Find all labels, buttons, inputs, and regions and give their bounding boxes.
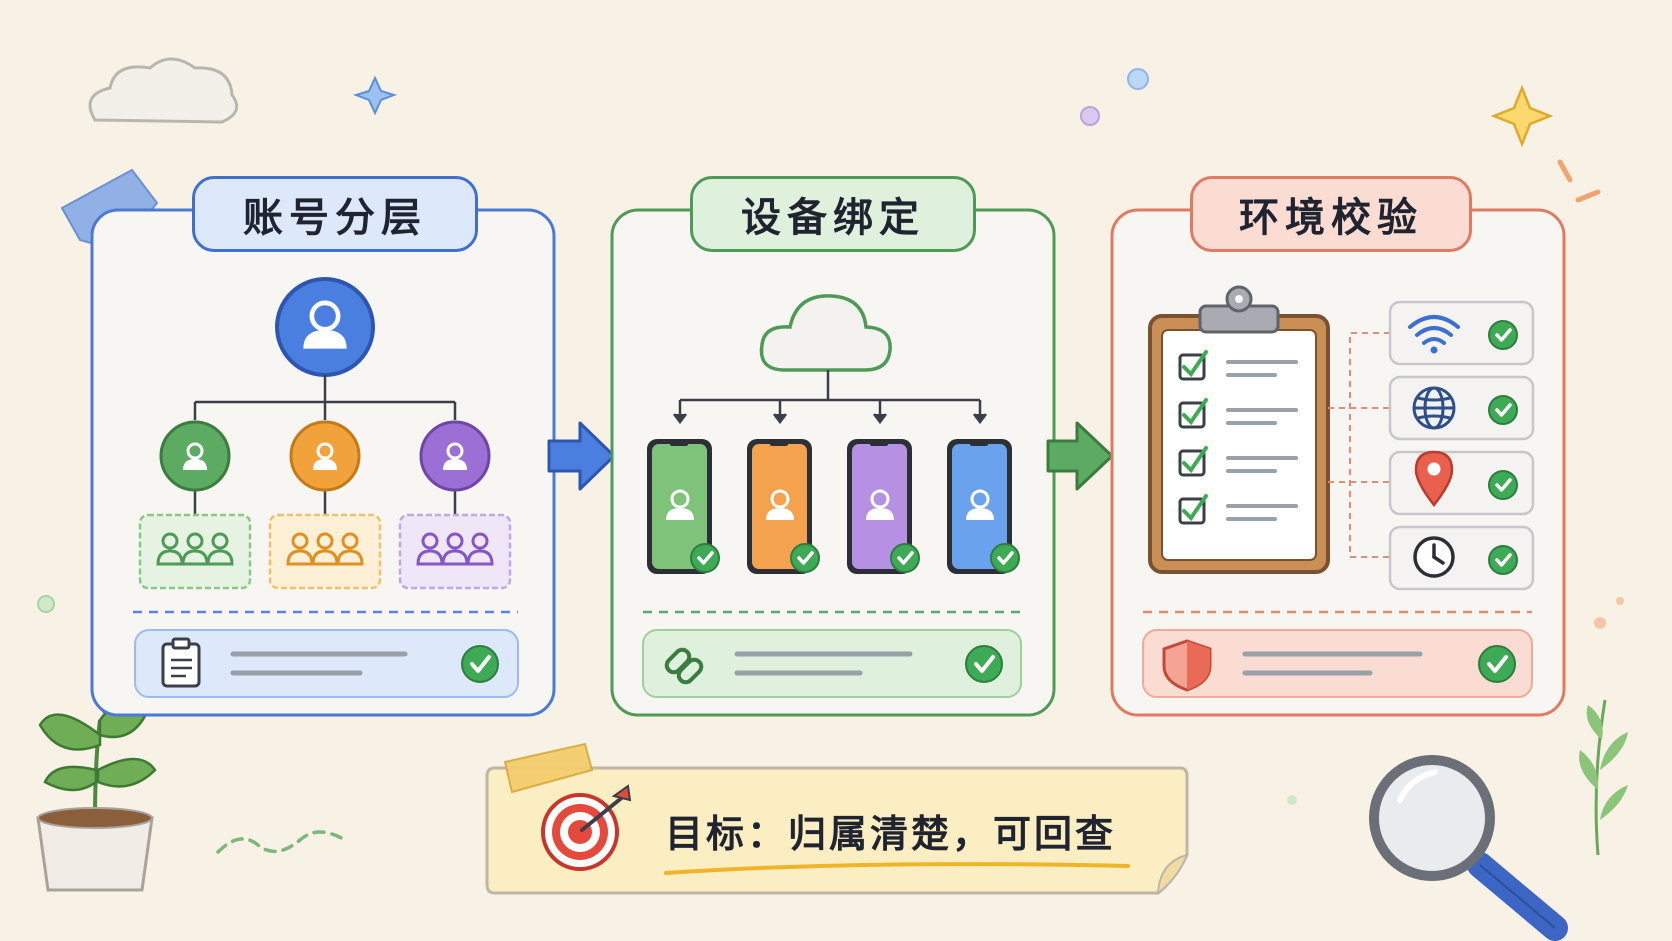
stage-title-environment-check: 环境校验 xyxy=(1190,176,1472,252)
panel2-status-row xyxy=(642,629,1022,698)
check-item-globe xyxy=(1388,375,1535,441)
primary-account-avatar xyxy=(275,277,375,377)
check-icon xyxy=(964,644,1004,684)
dot-decoration xyxy=(1080,106,1100,126)
clipboard-icon xyxy=(161,637,201,688)
panel-environment-check xyxy=(1110,208,1566,717)
phone-device-green xyxy=(647,439,721,574)
flow-arrow-green xyxy=(1046,421,1114,491)
stage-title-text: 环境校验 xyxy=(1239,195,1423,241)
sprig-decoration xyxy=(1579,699,1628,856)
stage-title-device-binding: 设备绑定 xyxy=(690,176,976,252)
check-icon xyxy=(460,644,500,684)
tape-decoration xyxy=(503,742,594,794)
wifi-icon xyxy=(1408,315,1460,345)
panel1-status-row xyxy=(134,629,519,698)
check-icon xyxy=(1477,644,1517,684)
user-group-green xyxy=(138,513,252,590)
flow-arrow-blue xyxy=(547,421,616,491)
dot-decoration xyxy=(37,595,55,613)
panel-device-binding xyxy=(610,208,1056,717)
hierarchy-connectors xyxy=(193,375,457,515)
sparkle-yellow-icon xyxy=(1490,84,1554,148)
check-item-location xyxy=(1388,450,1535,516)
cloud-decoration xyxy=(88,57,239,124)
spark-lines-decoration xyxy=(1557,159,1601,203)
goal-text: 目标：归属清楚，可回查 xyxy=(665,811,1117,856)
check-item-time xyxy=(1388,525,1535,591)
dot-decoration xyxy=(1594,617,1606,629)
sub-account-avatar-green xyxy=(159,420,231,492)
goal-underline xyxy=(664,862,1130,875)
shield-icon xyxy=(1162,639,1212,692)
phone-device-orange xyxy=(747,439,821,574)
dot-decoration xyxy=(1616,597,1624,605)
panel3-status-row xyxy=(1142,629,1533,698)
clock-icon xyxy=(1413,536,1455,578)
user-group-orange xyxy=(268,513,382,590)
user-group-purple xyxy=(398,513,512,590)
squiggle-decoration xyxy=(216,830,347,854)
sub-account-avatar-orange xyxy=(289,420,361,492)
dot-decoration xyxy=(1287,795,1297,805)
link-icon xyxy=(664,647,704,685)
location-pin-icon xyxy=(1414,450,1454,508)
device-connectors xyxy=(673,370,987,425)
magnifier-icon xyxy=(1369,755,1568,941)
panel-account-tiering xyxy=(90,208,556,717)
goal-card xyxy=(485,742,1189,896)
target-icon xyxy=(541,784,632,871)
sub-account-avatar-purple xyxy=(419,420,491,492)
stage-title-text: 账号分层 xyxy=(243,195,427,241)
phone-device-purple xyxy=(847,439,921,574)
stage-title-text: 设备绑定 xyxy=(741,195,925,241)
phone-device-blue xyxy=(947,439,1021,574)
cloud-icon xyxy=(759,294,892,372)
checklist-clipboard-icon xyxy=(1148,285,1330,574)
globe-icon xyxy=(1412,386,1456,430)
stage-title-account-tiering: 账号分层 xyxy=(192,176,478,252)
check-item-wifi xyxy=(1388,300,1535,366)
sparkle-blue-icon xyxy=(352,75,398,116)
dot-decoration xyxy=(1127,68,1149,90)
